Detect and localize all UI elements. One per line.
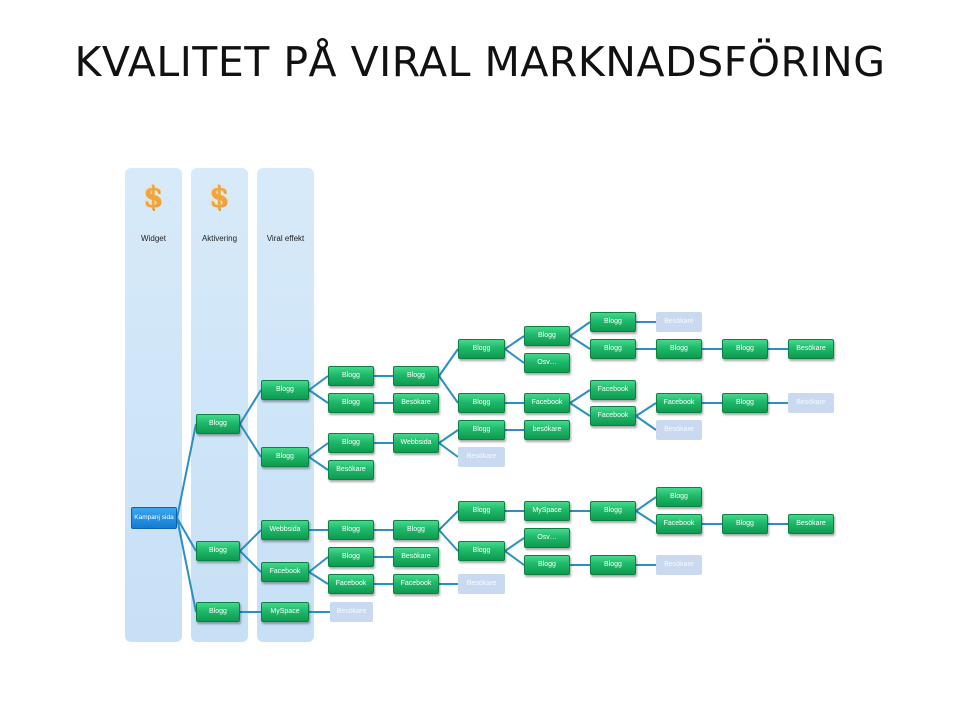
node-blogg: Blogg <box>328 366 374 386</box>
lane-aktivering <box>191 168 248 642</box>
node-blogg: Blogg <box>722 393 768 413</box>
node-blogg: Blogg <box>458 501 505 521</box>
node-besokare: besökare <box>524 420 570 440</box>
slide-title: KVALITET PÅ VIRAL MARKNADSFÖRING <box>74 38 886 86</box>
node-besokare: Besökare <box>656 555 702 575</box>
lane-label-viral-effekt: Viral effekt <box>266 234 305 243</box>
node-facebook: Facebook <box>656 514 702 534</box>
node-facebook: Facebook <box>261 562 309 582</box>
node-blogg: Blogg <box>590 312 636 332</box>
node-blogg: Blogg <box>393 366 439 386</box>
node-blogg: Blogg <box>393 520 439 540</box>
node-blogg: Blogg <box>261 447 309 467</box>
lane-label-aktivering: Aktivering <box>201 234 238 243</box>
node-kampanj-sida: Kampanj sida <box>131 507 177 529</box>
lane-label-widget: Widget <box>141 234 166 243</box>
node-besokare: Besökare <box>788 339 834 359</box>
node-besokare: Besökare <box>393 393 439 413</box>
node-blogg: Blogg <box>722 339 768 359</box>
node-facebook: Facebook <box>656 393 702 413</box>
node-webbsida: Webbsida <box>393 433 439 453</box>
node-blogg: Blogg <box>722 514 768 534</box>
node-besokare: Besökare <box>788 514 834 534</box>
node-facebook: Facebook <box>524 393 570 413</box>
node-facebook: Facebook <box>590 380 636 400</box>
node-besokare: Besökare <box>458 447 505 467</box>
node-blogg: Blogg <box>328 393 374 413</box>
node-blogg: Blogg <box>656 339 702 359</box>
node-blogg: Blogg <box>261 380 309 400</box>
node-blogg: Blogg <box>328 433 374 453</box>
node-facebook: Facebook <box>328 574 374 594</box>
node-osv: Osv… <box>524 528 570 548</box>
node-blogg: Blogg <box>196 414 240 434</box>
node-blogg: Blogg <box>328 520 374 540</box>
node-myspace: MySpace <box>261 602 309 622</box>
node-blogg: Blogg <box>590 501 636 521</box>
node-osv: Osv… <box>524 353 570 373</box>
node-blogg: Blogg <box>524 555 570 575</box>
node-blogg: Blogg <box>458 420 505 440</box>
node-myspace: MySpace <box>524 501 570 521</box>
node-blogg: Blogg <box>458 541 505 561</box>
lane-widget <box>125 168 182 642</box>
node-besokare: Besökare <box>656 420 702 440</box>
node-facebook: Facebook <box>590 406 636 426</box>
node-webbsida: Webbsida <box>261 520 309 540</box>
node-besokare: Besökare <box>393 547 439 567</box>
node-blogg: Blogg <box>590 339 636 359</box>
node-besokare: Besökare <box>656 312 702 332</box>
node-besokare: Besökare <box>330 602 373 622</box>
node-blogg: Blogg <box>458 339 505 359</box>
dollar-icon: $ <box>143 180 163 213</box>
node-blogg: Blogg <box>458 393 505 413</box>
node-blogg: Blogg <box>328 547 374 567</box>
node-besokare: Besökare <box>788 393 834 413</box>
node-facebook: Facebook <box>393 574 439 594</box>
node-blogg: Blogg <box>196 602 240 622</box>
node-blogg: Blogg <box>590 555 636 575</box>
dollar-icon: $ <box>209 180 229 213</box>
node-blogg: Blogg <box>656 487 702 507</box>
node-besokare: Besökare <box>458 574 505 594</box>
node-blogg: Blogg <box>196 541 240 561</box>
node-besokare: Besökare <box>328 460 374 480</box>
node-blogg: Blogg <box>524 326 570 346</box>
